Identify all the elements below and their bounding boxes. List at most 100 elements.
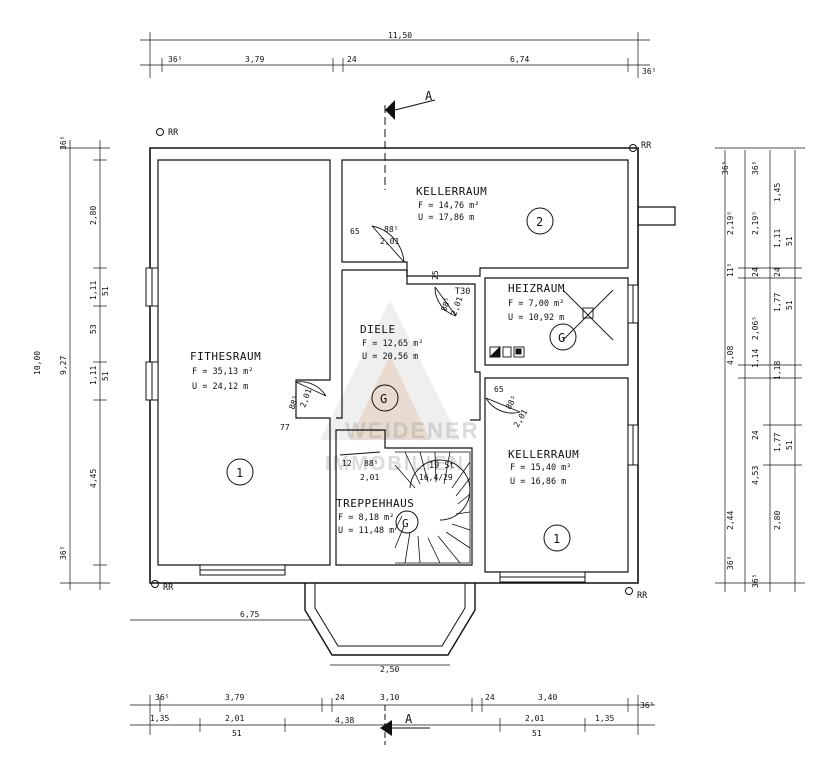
room-perimeter: U = 10,92 m — [508, 313, 564, 323]
dim-inner-25: 25 — [431, 270, 440, 280]
room-kellerraum-top: KELLERRAUM F = 14,76 m² U = 17,86 m 2 — [416, 185, 554, 235]
dim-left-e: 1,11 — [89, 366, 98, 385]
dim-right-o: 4,53 — [751, 466, 760, 485]
dim-top-1: 36⁵ — [168, 55, 182, 64]
dim-right-t: 36⁵ — [726, 556, 735, 570]
dim-inner-885a: 88⁵ — [384, 225, 398, 234]
dim-inner-885c: 88⁵ — [504, 394, 519, 411]
dim-right-h: 24 — [773, 267, 782, 277]
dim-inner-65b: 65 — [494, 385, 504, 394]
room-tag: G — [558, 331, 565, 345]
dim-bot-w4b: 51 — [532, 729, 542, 738]
dim-left-overall: 10,00 — [33, 351, 42, 375]
dim-left-inner: 9,27 — [59, 356, 68, 375]
dims-bottom: 36⁵ 3,79 24 3,10 24 3,40 36⁵ 1,35 2,01 5… — [150, 693, 654, 738]
rr-label-tr: RR — [641, 141, 652, 151]
dim-bot-w2: 2,01 — [225, 714, 244, 723]
dim-overall-width: 11,50 — [388, 31, 412, 40]
dim-right-u: 36⁵ — [751, 574, 760, 588]
dim-inner-12: 12 — [342, 459, 352, 468]
dim-right-j2: 51 — [785, 300, 794, 310]
dim-right-j: 1,77 — [773, 293, 782, 312]
dimension-lines — [60, 32, 805, 735]
dim-bot-w5: 1,35 — [595, 714, 614, 723]
room-name: FITHESRAUM — [190, 350, 261, 363]
room-area: F = 35,13 m² — [192, 367, 253, 377]
room-name: KELLERRAUM — [508, 448, 579, 461]
room-tag: 1 — [553, 532, 560, 546]
dim-bot-5: 24 — [485, 693, 495, 702]
dim-bot-7: 36⁵ — [640, 701, 654, 710]
room-heizraum: HEIZRAUM F = 7,00 m² U = 10,92 m G — [508, 282, 577, 351]
section-label-top: A — [425, 89, 433, 103]
dim-inner-201b: 2,01 — [449, 295, 464, 316]
room-name: KELLERRAUM — [416, 185, 487, 198]
dim-inner-201a: 2,01 — [380, 237, 399, 246]
room-tag: G — [402, 517, 409, 530]
room-name: DIELE — [360, 323, 396, 336]
room-area: F = 14,76 m² — [418, 201, 479, 211]
dim-bot-w2b: 51 — [232, 729, 242, 738]
dim-inner-885e: 88⁵ — [364, 459, 378, 468]
room-treppenhaus: TREPPEHHAUS F = 8,18 m² U = 11,48 m G — [336, 497, 419, 536]
room-tag: 2 — [536, 215, 543, 229]
dim-bot-2: 3,79 — [225, 693, 244, 702]
rr-markers: RR RR RR RR — [151, 128, 652, 601]
dims-top: 11,50 36⁵ 3,79 24 6,74 36⁵ — [168, 31, 656, 76]
door-labels: T30 19 St 16,4/29 — [419, 287, 470, 482]
doors — [295, 225, 521, 456]
stairs-ratio-label: 16,4/29 — [419, 473, 453, 482]
dim-bot-1: 36⁵ — [155, 693, 169, 702]
dim-bot-w1: 1,35 — [150, 714, 169, 723]
dim-right-k: 2,06⁵ — [751, 316, 760, 340]
dim-inner-201e: 2,01 — [360, 473, 379, 482]
rr-label-br: RR — [637, 591, 648, 601]
dim-bot-6: 3,40 — [538, 693, 557, 702]
dim-right-d: 2,19⁵ — [751, 211, 760, 235]
dim-right-a: 36⁵ — [721, 161, 730, 175]
room-tag: G — [380, 392, 387, 406]
room-perimeter: U = 16,86 m — [510, 477, 566, 487]
windows — [145, 267, 639, 583]
room-area: F = 8,18 m² — [338, 513, 394, 523]
dim-left-f: 4,45 — [89, 469, 98, 488]
boiler-symbol — [488, 289, 614, 358]
dim-left-a: 36⁵ — [59, 136, 68, 150]
room-tag: 1 — [236, 466, 243, 480]
dim-right-g: 24 — [751, 267, 760, 277]
dim-left-c2: 51 — [101, 286, 110, 296]
dim-right-f2: 51 — [785, 236, 794, 246]
room-perimeter: U = 24,12 m — [192, 382, 248, 392]
dim-left-b: 2,80 — [89, 206, 98, 225]
dim-left-d: 53 — [89, 324, 98, 334]
dim-left-c: 1,11 — [89, 281, 98, 300]
dim-right-f: 1,11 — [773, 229, 782, 248]
section-marker-top: A — [384, 89, 436, 190]
dim-left-e2: 51 — [101, 371, 110, 381]
dim-right-r: 2,44 — [726, 511, 735, 530]
watermark: WEIDENER IMMOBILIEN — [320, 300, 478, 475]
room-area: F = 15,40 m² — [510, 463, 571, 473]
dim-porch-width: 2,50 — [380, 665, 399, 674]
dims-porch: 6,75 2,50 — [240, 610, 399, 674]
room-perimeter: U = 17,86 m — [418, 213, 474, 223]
room-name: TREPPEHHAUS — [336, 497, 414, 510]
dim-right-e: 1,45 — [773, 183, 782, 202]
watermark-line2: IMMOBILIEN — [325, 453, 465, 475]
dim-right-s: 2,80 — [773, 511, 782, 530]
room-area: F = 7,00 m² — [508, 299, 564, 309]
dim-top-2: 3,79 — [245, 55, 264, 64]
dim-right-q2: 51 — [785, 440, 794, 450]
room-perimeter: U = 11,48 m — [338, 526, 394, 536]
dim-bot-4: 3,10 — [380, 693, 399, 702]
room-kellerraum-right: KELLERRAUM F = 15,40 m² U = 16,86 m 1 — [508, 448, 579, 552]
dim-right-p: 24 — [751, 430, 760, 440]
room-diele: DIELE F = 12,65 m² U = 20,56 m G — [360, 323, 423, 412]
dims-right: 36⁵ 36⁵ 2,19⁵ 2,19⁵ 1,45 1,11 51 24 24 1… — [721, 161, 794, 588]
dim-right-l: 4,08 — [726, 346, 735, 365]
section-label-bottom: A — [405, 712, 413, 726]
dim-inner-77: 77 — [280, 423, 290, 432]
rr-label-tl: RR — [168, 128, 179, 138]
dim-inner-201d: 2,01 — [298, 387, 313, 408]
